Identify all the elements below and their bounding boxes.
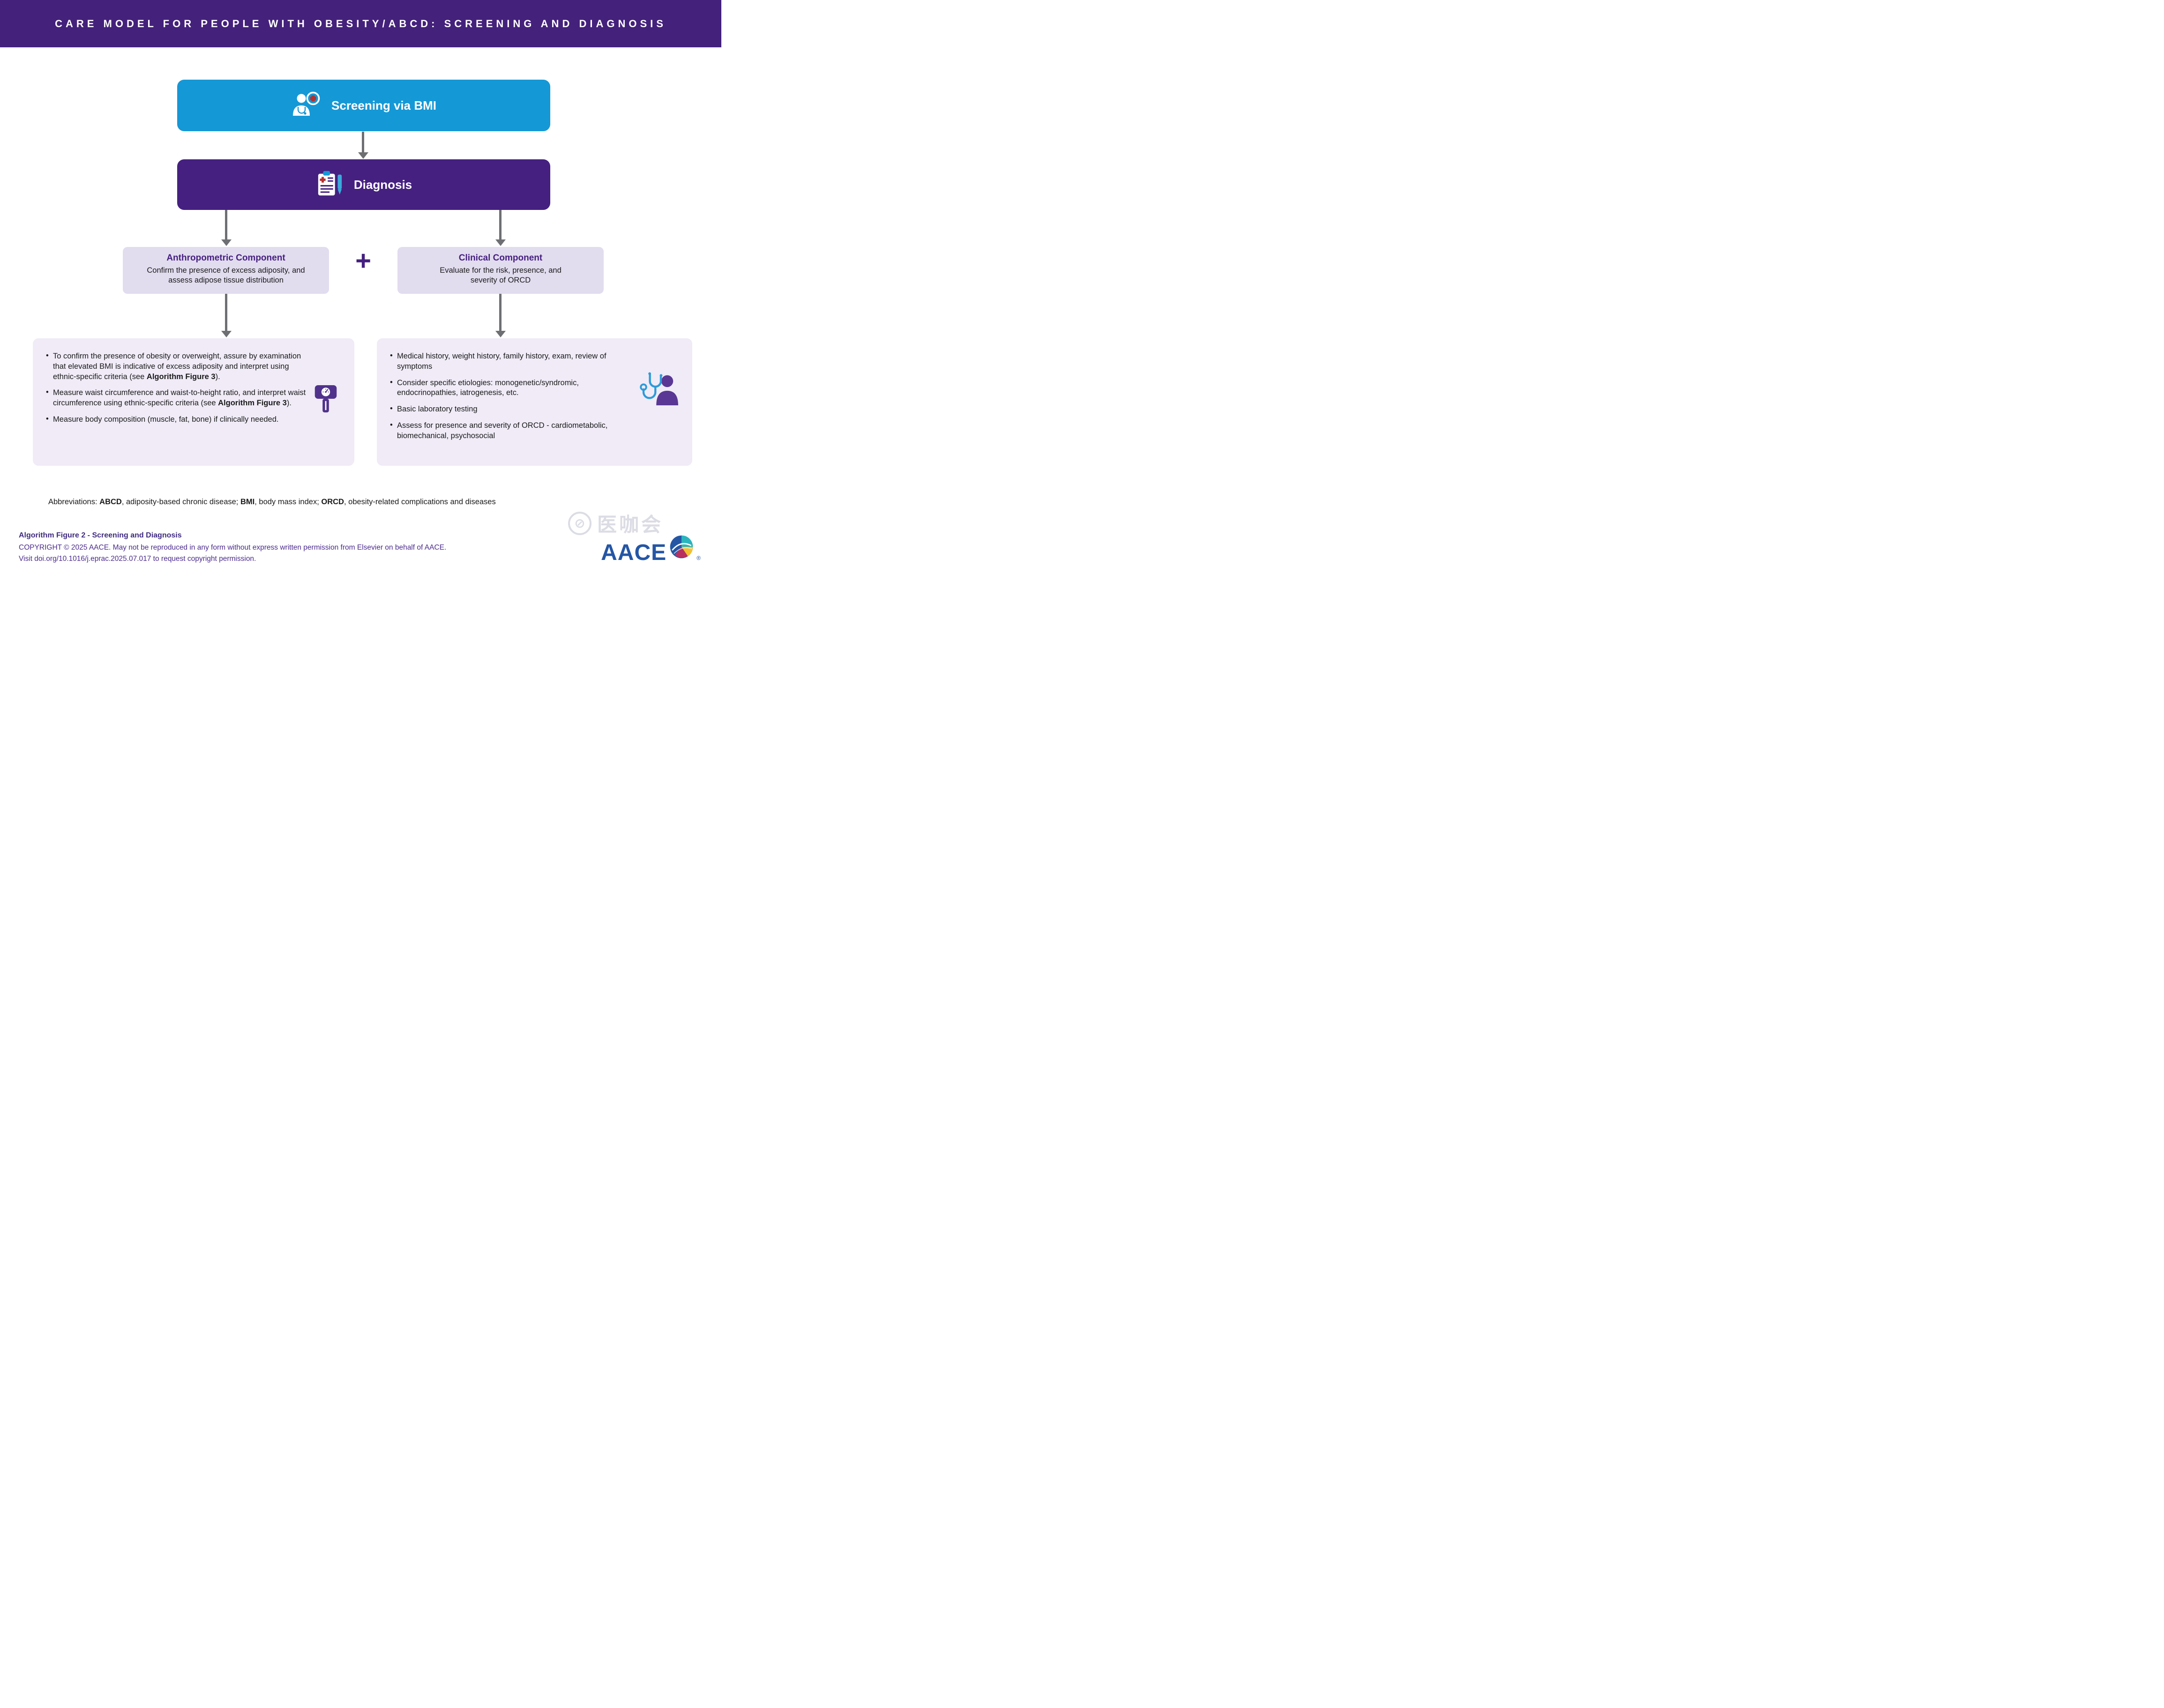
clinical-component-box: Clinical Component Evaluate for the risk… [397, 247, 604, 294]
watermark-text: 医咖会 [597, 514, 664, 536]
algorithm-figure-page: CARE MODEL FOR PEOPLE WITH OBESITY/ABCD:… [0, 0, 721, 569]
arrow-diagnosis-to-anthropometric [225, 210, 227, 240]
clinician-screening-icon [291, 91, 322, 120]
anthropometric-bullet-list: To confirm the presence of obesity or ov… [45, 351, 310, 425]
figure-caption: Algorithm Figure 2 - Screening and Diagn… [19, 531, 182, 539]
arrow-diagnosis-to-clinical [499, 210, 502, 240]
plus-sign: + [355, 246, 371, 276]
aace-logo: AACE ® [601, 534, 701, 565]
screening-box: Screening via BMI [177, 80, 550, 131]
clinical-component-subtitle: Evaluate for the risk, presence, and sev… [440, 266, 562, 285]
anthropometric-component-title: Anthropometric Component [166, 253, 285, 263]
title-bar: CARE MODEL FOR PEOPLE WITH OBESITY/ABCD:… [0, 0, 721, 47]
diagnosis-label: Diagnosis [353, 177, 412, 192]
arrow-clinical-to-details [499, 294, 502, 331]
bullet-item: Basic laboratory testing [389, 404, 633, 415]
aace-logo-text: AACE [601, 540, 667, 565]
abbreviations-note: Abbreviations: ABCD, adiposity-based chr… [48, 498, 496, 506]
doi-line: Visit doi.org/10.1016/j.eprac.2025.07.01… [19, 555, 256, 563]
anthropometric-component-box: Anthropometric Component Confirm the pre… [123, 247, 329, 294]
anthropometric-component-subtitle: Confirm the presence of excess adiposity… [147, 266, 305, 285]
bullet-item: Consider specific etiologies: monogeneti… [389, 378, 633, 399]
bullet-item: Assess for presence and severity of ORCD… [389, 420, 633, 441]
doctor-stethoscope-icon [640, 372, 680, 408]
aace-swirl-icon [669, 534, 694, 562]
bullet-item: Measure body composition (muscle, fat, b… [45, 414, 310, 425]
anthropometric-details-box: To confirm the presence of obesity or ov… [33, 338, 354, 466]
weight-scale-icon [311, 384, 340, 416]
clinical-component-title: Clinical Component [458, 253, 543, 263]
clinical-details-box: Medical history, weight history, family … [377, 338, 692, 466]
arrow-anthropometric-to-details [225, 294, 227, 331]
clinical-bullet-list: Medical history, weight history, family … [389, 351, 633, 441]
copyright-line: COPYRIGHT © 2025 AACE. May not be reprod… [19, 544, 447, 552]
bullet-item: To confirm the presence of obesity or ov… [45, 351, 310, 382]
arrow-screening-to-diagnosis [362, 132, 364, 153]
bullet-item: Measure waist circumference and waist-to… [45, 388, 310, 409]
page-title: CARE MODEL FOR PEOPLE WITH OBESITY/ABCD:… [55, 17, 666, 30]
watermark-logo-icon: ⊘ [568, 511, 592, 535]
watermark: ⊘ 医咖会 [568, 509, 663, 537]
screening-label: Screening via BMI [331, 98, 436, 112]
registered-trademark: ® [696, 555, 701, 561]
bullet-item: Medical history, weight history, family … [389, 351, 633, 372]
diagnosis-box: Diagnosis [177, 159, 550, 210]
clipboard-diagnosis-icon [315, 170, 344, 200]
